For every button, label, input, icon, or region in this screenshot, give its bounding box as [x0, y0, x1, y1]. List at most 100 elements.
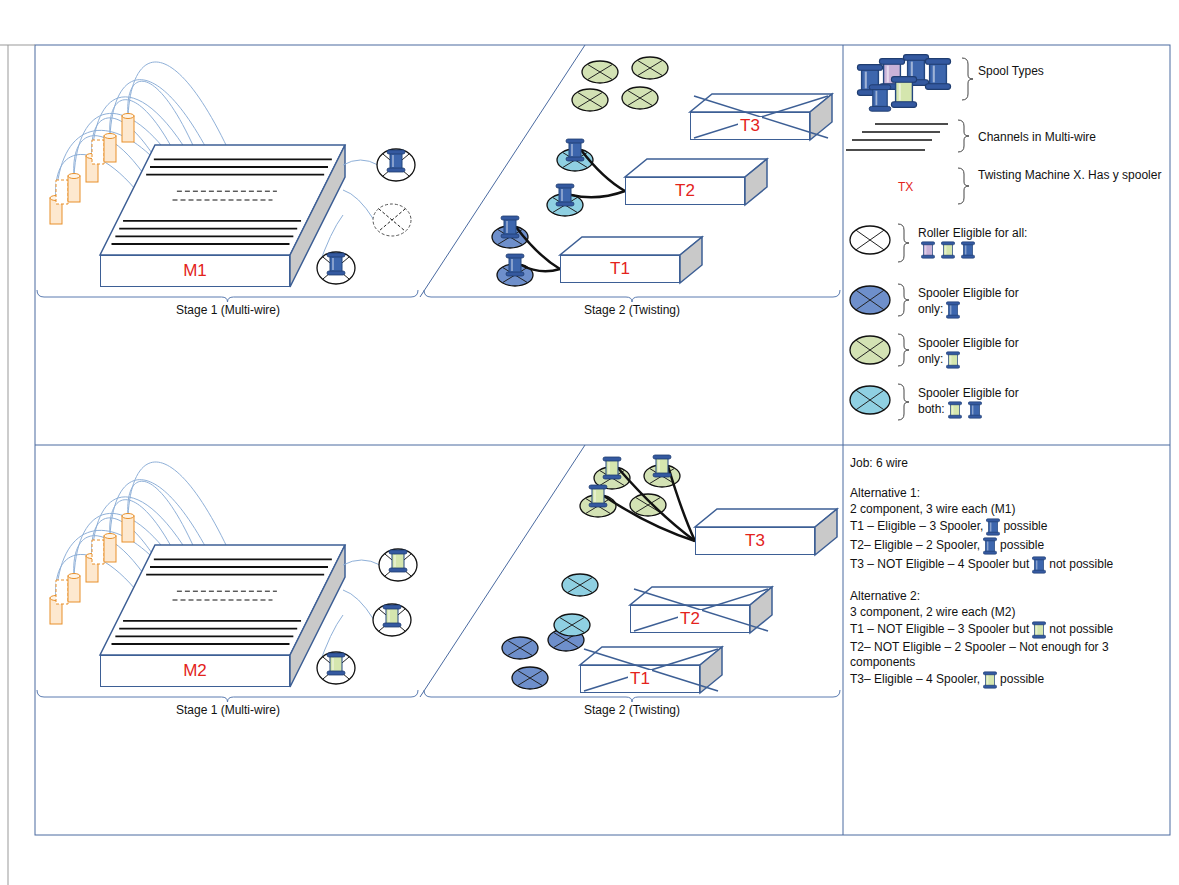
spool-body [1035, 559, 1044, 571]
note-text: T2– NOT Eligible – 2 Spooler – Not enoug… [850, 640, 1109, 669]
roller [850, 386, 890, 414]
spool-flange [948, 402, 961, 405]
roller-cross [379, 209, 406, 231]
roller-cross [385, 554, 412, 576]
spool-flange [983, 551, 996, 554]
spool-shine [571, 144, 573, 156]
wire [668, 466, 695, 541]
spool-icon [987, 519, 1000, 535]
machine-label: T1 [628, 670, 652, 688]
wire [604, 496, 695, 541]
roller-cross [383, 154, 410, 176]
channel-line [177, 591, 277, 592]
spool-flange [925, 84, 950, 90]
spool-flange [961, 242, 974, 245]
cross-out [634, 589, 768, 631]
note-text: T1 – NOT Eligible – 3 Spooler but [850, 622, 1029, 636]
spool-icon [501, 216, 519, 238]
machine-side [680, 237, 702, 283]
spool-icon [968, 402, 981, 418]
spool-icon [1032, 556, 1046, 574]
wire [581, 150, 625, 191]
spool-icon [941, 242, 954, 258]
spool-body [509, 257, 521, 273]
note-text: Job: 6 wire [850, 456, 908, 470]
legend-entry: Spool Types [978, 64, 1158, 79]
machine-side [745, 159, 767, 205]
spool-flange [556, 202, 574, 206]
note-line: Alternative 1: [850, 486, 1166, 501]
spool-icon [389, 550, 407, 572]
spool-shine [392, 155, 394, 167]
spool-flange [947, 302, 960, 305]
machine-label: T1 [608, 260, 632, 278]
note-text: possible [1003, 519, 1047, 533]
spool-icon [946, 301, 960, 319]
wire [521, 265, 560, 271]
spool-icon [948, 402, 961, 418]
machine-box: T3 [695, 527, 815, 555]
spool-flange [653, 473, 671, 477]
spool-icon [941, 241, 955, 259]
channel-line [123, 620, 301, 622]
machine-front [100, 655, 290, 687]
channel-line [146, 174, 324, 176]
machine-front [625, 177, 745, 205]
stage-text: Stage 1 (Multi-wire) [176, 703, 280, 717]
roller-cross [323, 657, 350, 679]
roller-cross [383, 154, 410, 176]
frame-edge [0, 45, 35, 46]
channel-line [154, 158, 332, 160]
legend-text: Spooler Eligible for both: [918, 386, 1019, 416]
machine-box: M1 [100, 255, 290, 287]
note-line: T1 – Eligible – 3 Spooler,possible [850, 518, 1166, 536]
note-text: T3 – NOT Eligible – 4 Spooler but [850, 557, 1029, 571]
channel-line [862, 131, 940, 133]
spool-body [392, 553, 404, 569]
stage-text: Stage 2 (Twisting) [584, 703, 680, 717]
machine-top [580, 647, 722, 665]
spool-flange [383, 623, 401, 627]
spool-shine [972, 406, 973, 415]
creel-bobbin [104, 536, 116, 562]
spool-body [964, 244, 973, 256]
machine-front [695, 527, 815, 555]
spool-shine [1036, 626, 1037, 635]
spool-flange [1033, 622, 1046, 625]
channel-line [150, 166, 328, 168]
stage-bracket [37, 290, 418, 302]
roller [632, 57, 668, 79]
spool-shine [608, 462, 610, 474]
machine-side [815, 509, 837, 555]
channel-line [150, 566, 328, 568]
spool-icon [983, 671, 997, 689]
wire [343, 160, 378, 165]
wire [343, 560, 380, 565]
spool-shine [965, 246, 966, 255]
spool-flange [941, 255, 954, 258]
spool-flange [506, 272, 524, 276]
roller-cross [856, 290, 884, 310]
roller-cross [856, 230, 884, 250]
roller [373, 204, 411, 236]
roller-cross [627, 90, 652, 105]
spool-shine [991, 523, 992, 532]
machine-label: M1 [181, 262, 209, 280]
spool-flange [1033, 557, 1046, 560]
roller-cross [856, 340, 884, 360]
roller-cross [577, 92, 602, 107]
spool-flange [389, 550, 407, 554]
note-text: possible [1000, 538, 1044, 552]
spool-flange [653, 455, 671, 459]
spool-icon [983, 537, 997, 555]
machine-label: T3 [738, 117, 762, 135]
stage-label: Stage 1 (Multi-wire) [176, 703, 280, 718]
creel-bobbin [92, 140, 104, 164]
creel-bobbin [104, 136, 116, 162]
spool-flange [603, 475, 621, 479]
roller [850, 336, 890, 364]
roller-cross [587, 64, 612, 79]
legend-entry: Spooler Eligible for both: [918, 386, 1038, 419]
spool-flange [501, 216, 519, 220]
